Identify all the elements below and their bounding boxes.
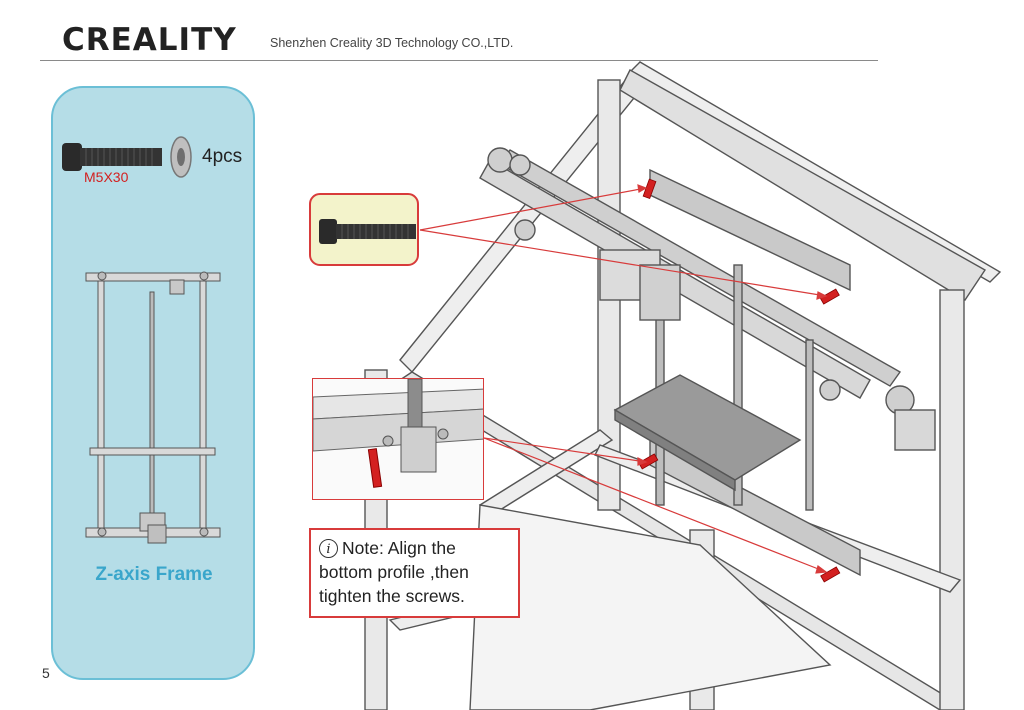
screw-callout-illustration — [319, 219, 416, 244]
profile-alignment-detail — [313, 379, 483, 488]
screw-quantity: 4pcs — [202, 146, 243, 167]
callout-arrows — [419, 184, 828, 574]
screw-and-washer-illustration — [62, 136, 192, 178]
z-axis-frame-illustration — [85, 271, 221, 544]
z-axis-frame-caption: Z-axis Frame — [95, 564, 213, 585]
red-screw-markers — [638, 178, 841, 583]
detail-inset-box — [312, 378, 484, 500]
header-divider — [40, 60, 878, 61]
screw-callout-box — [309, 193, 419, 266]
screw-size-label: M5X30 — [84, 169, 129, 185]
printer-frame — [364, 61, 1002, 710]
creality-logo: CREALITY — [62, 22, 237, 58]
company-name: Shenzhen Creality 3D Technology CO.,LTD. — [270, 36, 514, 50]
info-icon: i — [319, 539, 338, 558]
note-text: Note: Align the bottom profile ,then tig… — [319, 538, 469, 606]
page-number: 5 — [42, 665, 50, 681]
